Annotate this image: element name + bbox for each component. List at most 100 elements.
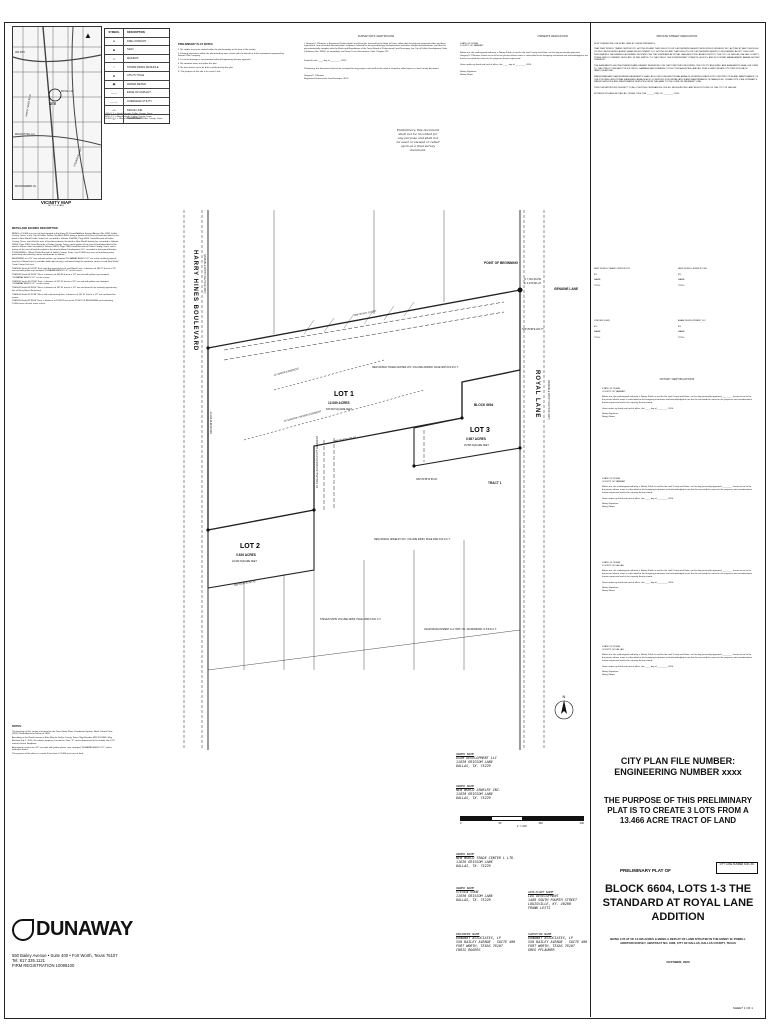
lot-1-area: 526,593 SQUARE FEET [326, 408, 353, 411]
applicant-label: APPLICANT NAME [528, 890, 554, 894]
owner-contact: OWNER NAME NEW WORLD JEWELRY INC. 11830 … [456, 784, 566, 800]
vicinity-map-title: VICINITY MAP [40, 200, 72, 205]
notary-given: Given under my hand and seal of office, … [602, 581, 674, 584]
dedication-body-3: WATER MAIN AND WASTEWATER EASEMENTS SHAL… [594, 76, 759, 84]
lot-2-area: 22,926 SQUARE FEET [232, 560, 257, 563]
surveyor-cert-body: I, Gregory D. Pflaumer, a Registered Pro… [304, 42, 447, 53]
signer-title: TITLE: [594, 285, 601, 288]
water-meter-icon: ▣ [105, 80, 124, 89]
signer-company: NEW WORLD TRADE CENTER LTD. [594, 268, 631, 270]
plat-description: BEING A PLAT OF 13.466 ACRES & BEING A R… [604, 937, 752, 945]
description-para: THENCE North 00°25'38" West, with said e… [12, 293, 116, 299]
survey-notes: NOTES: The bearings of this survey are b… [12, 725, 120, 757]
notary-name: Notary Name [602, 415, 615, 418]
lot-2-acres: 0.526 ACRES [236, 553, 256, 557]
vicinity-road-label: STEMMONS FWY [73, 147, 83, 167]
surveyor-cert-prelim: Preliminary, this document shall not be … [304, 68, 440, 71]
lot-3-area: 25,556 SQUARE FEET [464, 444, 489, 447]
bearing-label: N00°25'38"W 257.47' [210, 411, 213, 434]
applicant-contact: APPLICANT NAME LDG DEVELOPMENT 1469 SOUT… [528, 890, 598, 910]
owner-name: STEVEN SOHN [456, 890, 479, 895]
engineer-addr: FORT WORTH, TEXAS 76107 [456, 944, 503, 949]
signer-block: NEW WORLD TRADE CENTER LTD. BY: NAME: TI… [594, 268, 674, 288]
signer-name: NAME: [678, 279, 685, 282]
notary-given: Given under my hand and seal of office, … [602, 665, 674, 668]
description-para: THENCE North 89°36'00" West, a distance … [12, 274, 109, 279]
survey-note: All property corners are 1/2" iron rods … [12, 746, 112, 752]
legend-desc: FENCE LINE [127, 108, 143, 112]
owner-contact: OWNER NAME NEW WORLD TRADE CENTER L LTD.… [456, 852, 566, 868]
vicinity-map: LBJ FWY ROYAL LN HARRY HINES BLVD WALNUT… [12, 26, 102, 200]
svg-text:N: N [563, 694, 566, 699]
bearing-label: S89°36'00"W 267.61' [234, 580, 257, 587]
block-label: BLOCK 6604 [474, 403, 494, 407]
owner-contact: OWNER NAME ASAM DEVELOPMENT LLC 11830 GR… [456, 752, 566, 768]
engineering-number: ENGINEERING NUMBER xxxx [614, 767, 742, 777]
notary-text: Before me, the undersigned authority, a … [602, 486, 753, 494]
parcel-owner-label: STEVEN SOHN VOLUME 99053, PAGE 2996 D.R.… [320, 618, 381, 621]
easement-label: 15' WATER EASEMENT [273, 367, 299, 377]
notary-top-head: OWNER'S DEDICATION [537, 35, 568, 38]
owner-addr: DALLAS, TX. 75229 [456, 764, 491, 769]
scale-tick: 50 [498, 822, 502, 825]
notary-block: STATE OF TEXAS COUNTY OF TARRANT Before … [602, 478, 754, 509]
legend-desc: MAILBOX [127, 57, 139, 61]
royal-lane-sub: (VARIABLE WIDTH RIGHT-OF-WAY) [547, 380, 550, 420]
description-para: THENCE South 00°25'38" East, with the we… [12, 267, 117, 273]
plat-drawing: HARRY HINES BOULEVARD (VARIABLE WIDTH RI… [183, 210, 578, 750]
notary-signature: Notary Signature [602, 671, 619, 674]
legend-abbrev: D.R.D.C.T. = Deed Records, Dallas County… [104, 113, 153, 115]
royal-lane-label: ROYAL LANE [534, 370, 540, 418]
vicinity-map-drawing: LBJ FWY ROYAL LN HARRY HINES BLVD WALNUT… [12, 26, 102, 200]
engineer-name: DUNAWAY ASSOCIATES, LP [456, 936, 501, 941]
metes-bounds-description: METES AND BOUNDS DESCRIPTION BEING a 13.… [12, 227, 120, 307]
dedication-head: PRIVATE STREET DEDICATION [656, 35, 698, 38]
legend-desc: OVERHEAD UTILITY [127, 100, 152, 104]
notary-top-state: STATE OF TEXAS [460, 42, 479, 45]
signer-name: NAME: [594, 331, 601, 334]
notary-block: STATE OF TEXAS COUNTY OF DALLAS Before m… [602, 562, 754, 593]
firm-address: 550 Bailey Avenue • Suite 400 • Fort Wor… [12, 953, 118, 958]
signer-company: NEW WORLD JEWELRY INC. [678, 268, 708, 270]
legend-desc: WATER METER [127, 82, 146, 86]
dedication-body-2: THE EASEMENTS SHOWN THEREON ARE HEREBY R… [594, 64, 759, 73]
owner-addr: DALLAS, TX. 75229 [456, 796, 491, 801]
engineer-addr: 550 BAILEY AVENUE - SUITE 400 [456, 940, 516, 945]
legend-head-symbol: SYMBOL [105, 29, 124, 37]
owners-dedication: PRIVATE STREET DEDICATION NOW THEREFORE,… [594, 35, 760, 96]
notary-top-county: COUNTY OF TARRANT [460, 45, 484, 48]
easement-label: 20' SANITARY SEWER EASEMENT [283, 410, 322, 423]
firm-name: DUNAWAY [36, 918, 133, 940]
legend-desc: SIGN [127, 48, 134, 52]
pob-marker-icon [517, 287, 523, 293]
manhole-icon: ○ [105, 63, 124, 71]
survey-note: The purpose of this plat is to create 3 … [12, 753, 84, 756]
notary-county: COUNTY OF DALLAS [602, 564, 624, 567]
description-title: METES AND BOUNDS DESCRIPTION [12, 227, 58, 230]
notary-given: Given under my hand and seal of office, … [602, 407, 674, 410]
notary-block: STATE OF TEXAS COUNTY OF TARRANT Before … [602, 388, 754, 419]
notary-certifications-title: NOTARY CERTIFICATIONS [659, 378, 695, 381]
sign-icon: ■ [105, 46, 124, 54]
surveyor-contact-name: GREG PFLAUMER [528, 948, 555, 953]
description-para: THENCE North 89°36'00" East, a distance … [12, 300, 114, 306]
notary-state: STATE OF TEXAS [602, 562, 621, 564]
signer-block: ASAM DEVELOPMENT LLC BY: NAME: TITLE: [678, 320, 758, 340]
notary-state: STATE OF TEXAS [602, 388, 621, 390]
north-arrow-icon: ▲ [84, 31, 92, 40]
legend-abbrev: O.P.R.D.C.T. = Official Public Records, … [104, 118, 163, 121]
plat-notes: PRELIMINARY PLAT NOTES 1. No visible str… [178, 43, 290, 75]
description-para: BEGINNING at a 1/2" iron rod with yellow… [12, 258, 119, 266]
vicinity-road-label: LBJ FWY [15, 51, 26, 54]
legend-table: SYMBOL DESCRIPTION ●FIRE HYDRANT ■SIGN □… [104, 28, 170, 124]
pob-label: POINT OF BEGINNING [484, 261, 519, 265]
surveyor-contact: SURVEYOR NAME DUNAWAY ASSOCIATES, LP 550… [528, 932, 598, 952]
genuine-lane-label: GENUINE LANE [554, 287, 578, 291]
easement-label: 24' FIRELANE, ACCESS & UTILITY EASEMENT [316, 435, 319, 488]
city-plan-file: CITY PLAN FILE NUMBER: ENGINEERING NUMBE… [596, 756, 760, 778]
signer-company: STEVEN SOHN [594, 320, 610, 322]
signer-title: TITLE: [678, 337, 685, 340]
harry-hines-sub: (VARIABLE WIDTH RIGHT-OF-WAY) [203, 254, 206, 294]
legend-head-desc: DESCRIPTION [127, 31, 145, 35]
dedication-approved: THIS PLAT APPROVED SUBJECT TO ALL PLATTI… [594, 87, 737, 90]
